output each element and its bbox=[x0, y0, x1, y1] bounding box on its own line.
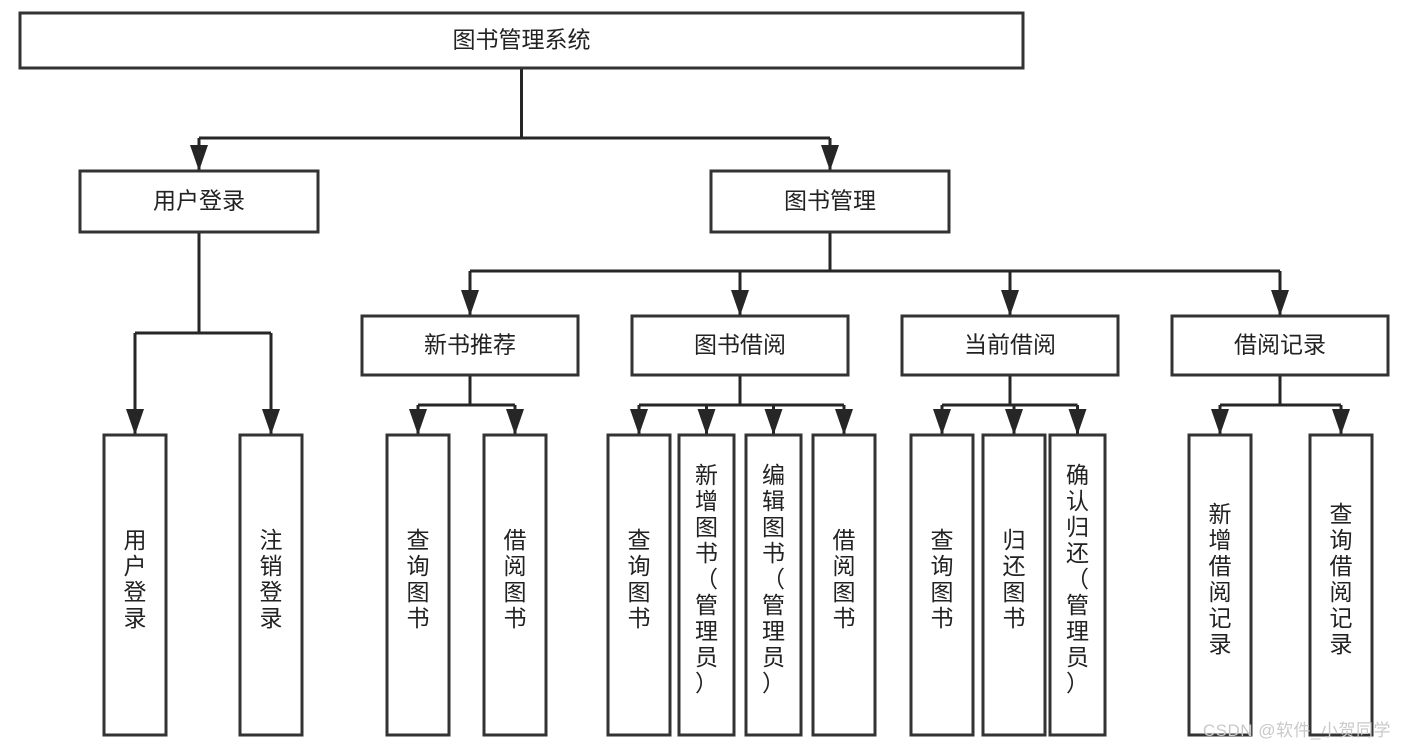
node-leaf-confirm-return[interactable]: 确认归还（管理员） bbox=[1048, 433, 1107, 737]
node-box-leaf-confirm-return[interactable] bbox=[1048, 433, 1107, 737]
node-leaf-add-book[interactable]: 新增图书（管理员） bbox=[677, 433, 736, 737]
node-new-book-rec[interactable]: 新书推荐 bbox=[360, 314, 580, 377]
node-label-leaf-add-record: 新增借阅记录 bbox=[1209, 501, 1232, 657]
node-label-leaf-user-login: 用户登录 bbox=[124, 527, 147, 631]
node-label-leaf-query-record: 查询借阅记录 bbox=[1330, 501, 1353, 657]
node-leaf-query-book-3[interactable]: 查询图书 bbox=[909, 433, 975, 737]
node-label-leaf-query-book-2: 查询图书 bbox=[628, 527, 651, 631]
node-box-leaf-add-record[interactable] bbox=[1187, 433, 1253, 737]
node-leaf-logout[interactable]: 注销登录 bbox=[238, 433, 304, 737]
node-label-new-book-rec: 新书推荐 bbox=[424, 332, 516, 358]
node-leaf-query-record[interactable]: 查询借阅记录 bbox=[1308, 433, 1374, 737]
node-label-leaf-return-book: 归还图书 bbox=[1003, 527, 1026, 631]
node-label-leaf-query-book-3: 查询图书 bbox=[931, 527, 954, 631]
node-label-book-manage: 图书管理 bbox=[784, 188, 876, 214]
node-leaf-edit-book[interactable]: 编辑图书（管理员） bbox=[744, 433, 803, 737]
node-box-leaf-query-book-3[interactable] bbox=[909, 433, 975, 737]
node-label-borrow-record: 借阅记录 bbox=[1234, 332, 1326, 358]
node-box-leaf-query-book-1[interactable] bbox=[385, 433, 451, 737]
node-box-leaf-logout[interactable] bbox=[238, 433, 304, 737]
connectors-layer bbox=[126, 68, 1350, 435]
nodes-layer: 图书管理系统用户登录图书管理新书推荐图书借阅当前借阅借阅记录用户登录注销登录查询… bbox=[18, 11, 1390, 737]
node-label-current-borrow: 当前借阅 bbox=[964, 332, 1056, 358]
node-label-leaf-add-book: 新增图书（管理员） bbox=[695, 462, 718, 696]
node-label-leaf-query-book-1: 查询图书 bbox=[407, 527, 430, 631]
node-label-leaf-borrow-book-2: 借阅图书 bbox=[833, 527, 856, 631]
node-box-current-borrow[interactable] bbox=[900, 314, 1120, 377]
node-label-root: 图书管理系统 bbox=[453, 27, 591, 53]
node-box-borrow-record[interactable] bbox=[1170, 314, 1390, 377]
node-user-login[interactable]: 用户登录 bbox=[78, 169, 320, 234]
node-book-manage[interactable]: 图书管理 bbox=[709, 169, 951, 234]
node-box-root[interactable] bbox=[18, 11, 1025, 70]
node-label-book-borrow: 图书借阅 bbox=[694, 332, 786, 358]
node-leaf-borrow-book-2[interactable]: 借阅图书 bbox=[811, 433, 877, 737]
node-book-borrow[interactable]: 图书借阅 bbox=[630, 314, 850, 377]
node-box-book-borrow[interactable] bbox=[630, 314, 850, 377]
node-box-leaf-borrow-book-1[interactable] bbox=[482, 433, 548, 737]
node-box-book-manage[interactable] bbox=[709, 169, 951, 234]
node-leaf-borrow-book-1[interactable]: 借阅图书 bbox=[482, 433, 548, 737]
node-box-leaf-add-book[interactable] bbox=[677, 433, 736, 737]
node-box-leaf-query-book-2[interactable] bbox=[606, 433, 672, 737]
node-leaf-return-book[interactable]: 归还图书 bbox=[981, 433, 1047, 737]
node-box-leaf-borrow-book-2[interactable] bbox=[811, 433, 877, 737]
node-root[interactable]: 图书管理系统 bbox=[18, 11, 1025, 70]
node-leaf-query-book-1[interactable]: 查询图书 bbox=[385, 433, 451, 737]
node-label-leaf-edit-book: 编辑图书（管理员） bbox=[762, 462, 785, 696]
node-box-leaf-return-book[interactable] bbox=[981, 433, 1047, 737]
node-box-leaf-user-login[interactable] bbox=[102, 433, 168, 737]
node-box-user-login[interactable] bbox=[78, 169, 320, 234]
node-leaf-user-login[interactable]: 用户登录 bbox=[102, 433, 168, 737]
node-label-user-login: 用户登录 bbox=[153, 188, 245, 214]
node-label-leaf-borrow-book-1: 借阅图书 bbox=[504, 527, 527, 631]
csdn-watermark: CSDN @软件_小贺同学 bbox=[1202, 721, 1391, 740]
node-leaf-add-record[interactable]: 新增借阅记录 bbox=[1187, 433, 1253, 737]
node-borrow-record[interactable]: 借阅记录 bbox=[1170, 314, 1390, 377]
node-box-leaf-edit-book[interactable] bbox=[744, 433, 803, 737]
node-current-borrow[interactable]: 当前借阅 bbox=[900, 314, 1120, 377]
node-box-leaf-query-record[interactable] bbox=[1308, 433, 1374, 737]
node-leaf-query-book-2[interactable]: 查询图书 bbox=[606, 433, 672, 737]
node-box-new-book-rec[interactable] bbox=[360, 314, 580, 377]
node-label-leaf-logout: 注销登录 bbox=[260, 527, 283, 631]
node-label-leaf-confirm-return: 确认归还（管理员） bbox=[1066, 462, 1089, 696]
